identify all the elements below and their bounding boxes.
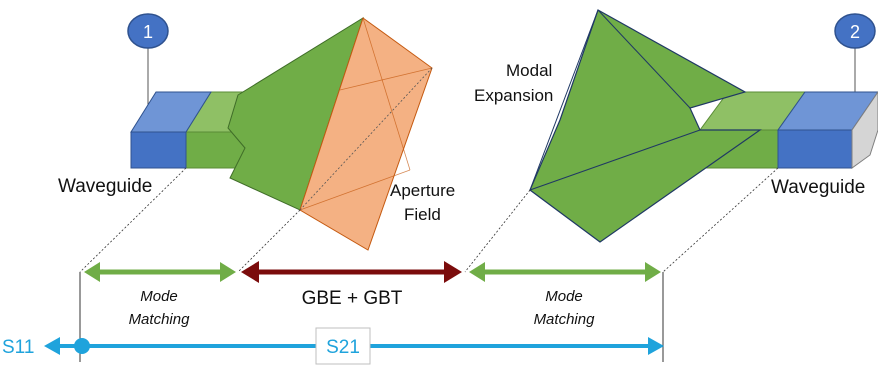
right-horn-edge <box>529 129 701 191</box>
port-2-badge: 2 <box>834 13 876 49</box>
aperture-grid-line <box>299 169 411 211</box>
aperture-label-line1: Aperture <box>390 181 455 200</box>
right-horn-edge <box>529 9 599 191</box>
left-mode-label-line1: Mode <box>140 288 178 305</box>
right-mode-matching-arrow <box>469 262 661 282</box>
left-arrow-head-start <box>84 262 100 282</box>
right-arrow-head-end <box>645 262 661 282</box>
right-horn-group <box>529 9 878 243</box>
center-gbe-arrow <box>241 261 462 283</box>
right-arrow-head-start <box>469 262 485 282</box>
port-2-label: 2 <box>850 22 860 42</box>
s21-arrow-head <box>648 337 664 355</box>
right-horn-edge <box>597 9 691 109</box>
left-arrow-head-end <box>220 262 236 282</box>
port-1-badge: 1 <box>127 13 169 49</box>
right-waveguide-front <box>777 129 853 169</box>
right-waveguide-side <box>851 91 878 169</box>
aperture-grid-line <box>339 67 433 91</box>
projection-line <box>237 209 301 273</box>
modal-label-line2: Expansion <box>474 86 553 105</box>
s-parameter-line <box>44 327 664 365</box>
modal-label-line1: Modal <box>506 61 552 80</box>
left-horn-group <box>130 16 433 251</box>
center-arrow-head-end <box>444 261 462 283</box>
center-arrow-head-start <box>241 261 259 283</box>
projection-line <box>79 167 187 273</box>
left-mode-label-line2: Matching <box>129 311 191 328</box>
port-2-circle <box>834 13 876 49</box>
aperture-grid-line <box>362 17 411 171</box>
aperture-diagonal <box>299 67 433 211</box>
s-origin-dot <box>74 338 90 354</box>
right-mode-label-line1: Mode <box>545 288 583 305</box>
s21-label-box <box>315 327 371 365</box>
left-waveguide-front <box>130 131 187 169</box>
waveguide-right-label: Waveguide <box>771 177 865 198</box>
center-arrow-label: GBE + GBT <box>302 288 403 309</box>
right-mode-label-line2: Matching <box>534 311 596 328</box>
s11-label: S11 <box>2 337 34 358</box>
right-horn-flare <box>529 9 762 243</box>
s11-arrow-head <box>44 337 60 355</box>
projection-line <box>464 189 531 273</box>
projection-lines <box>79 167 779 273</box>
left-mode-matching-arrow <box>84 262 236 282</box>
projection-line <box>662 167 779 273</box>
s21-label: S21 <box>326 337 360 358</box>
aperture-label-line2: Field <box>404 205 441 224</box>
waveguide-left-label: Waveguide <box>58 176 152 197</box>
port-1-label: 1 <box>143 22 153 42</box>
port-1-circle <box>127 13 169 49</box>
